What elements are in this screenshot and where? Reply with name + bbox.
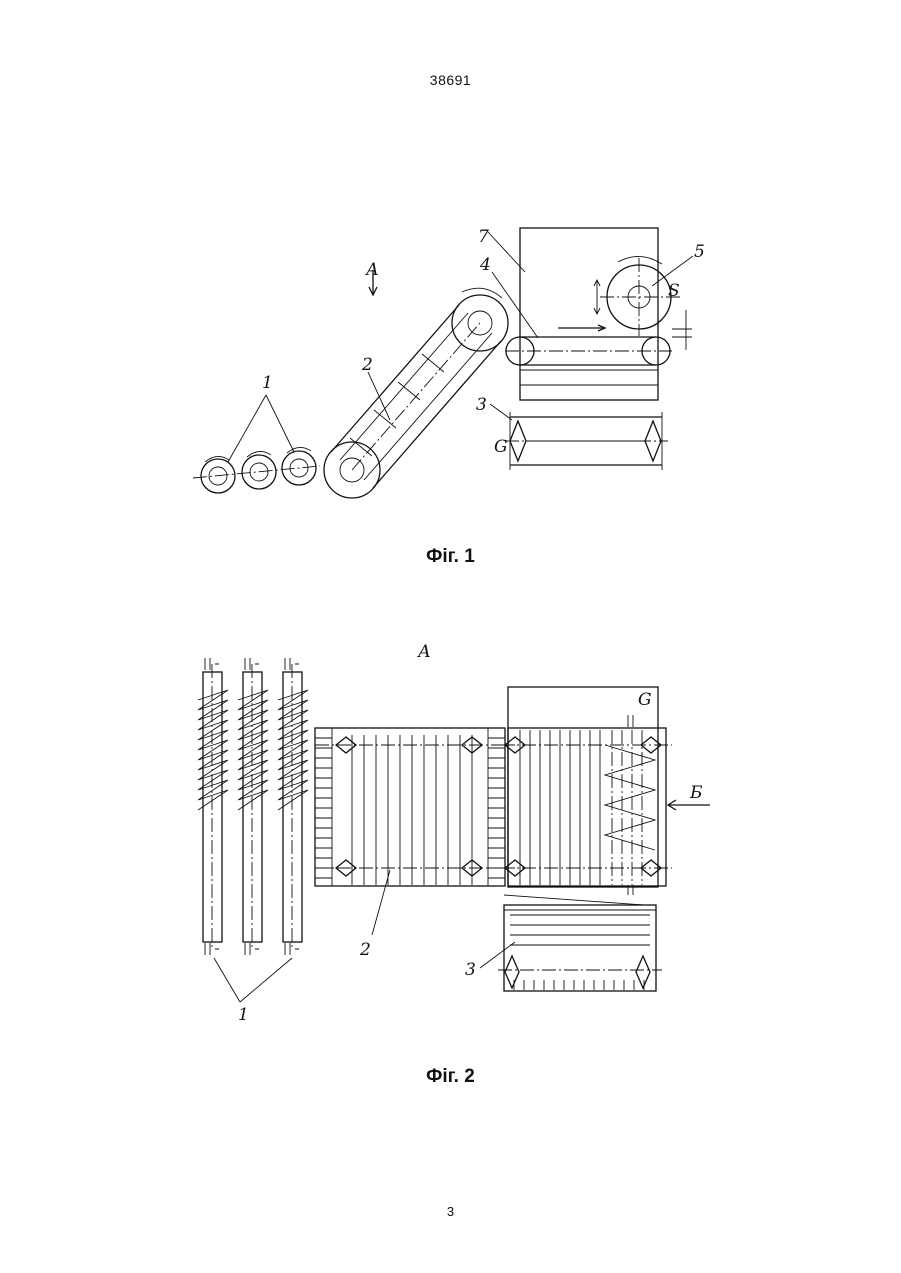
figure-2-caption: Фіг. 2 xyxy=(0,1066,901,1088)
page-number: 3 xyxy=(0,1204,901,1219)
view-a-title: А xyxy=(417,642,431,662)
figure-2-drawing: А 1 2 xyxy=(0,0,901,1060)
label-1: 1 xyxy=(238,1005,249,1025)
screw-rollers xyxy=(198,658,308,955)
leader-1a xyxy=(214,958,240,1002)
belt-unit-plan xyxy=(500,687,710,895)
lower-conveyor-3-plan xyxy=(498,895,662,991)
label-view-b: Б xyxy=(689,783,703,803)
label-3: 3 xyxy=(465,960,476,980)
label-g: G xyxy=(638,690,652,710)
conveyor-2-plan xyxy=(315,728,515,886)
label-2: 2 xyxy=(359,940,371,960)
leader-2 xyxy=(372,870,390,935)
leader-1b xyxy=(240,958,292,1002)
leader-3 xyxy=(480,942,515,968)
